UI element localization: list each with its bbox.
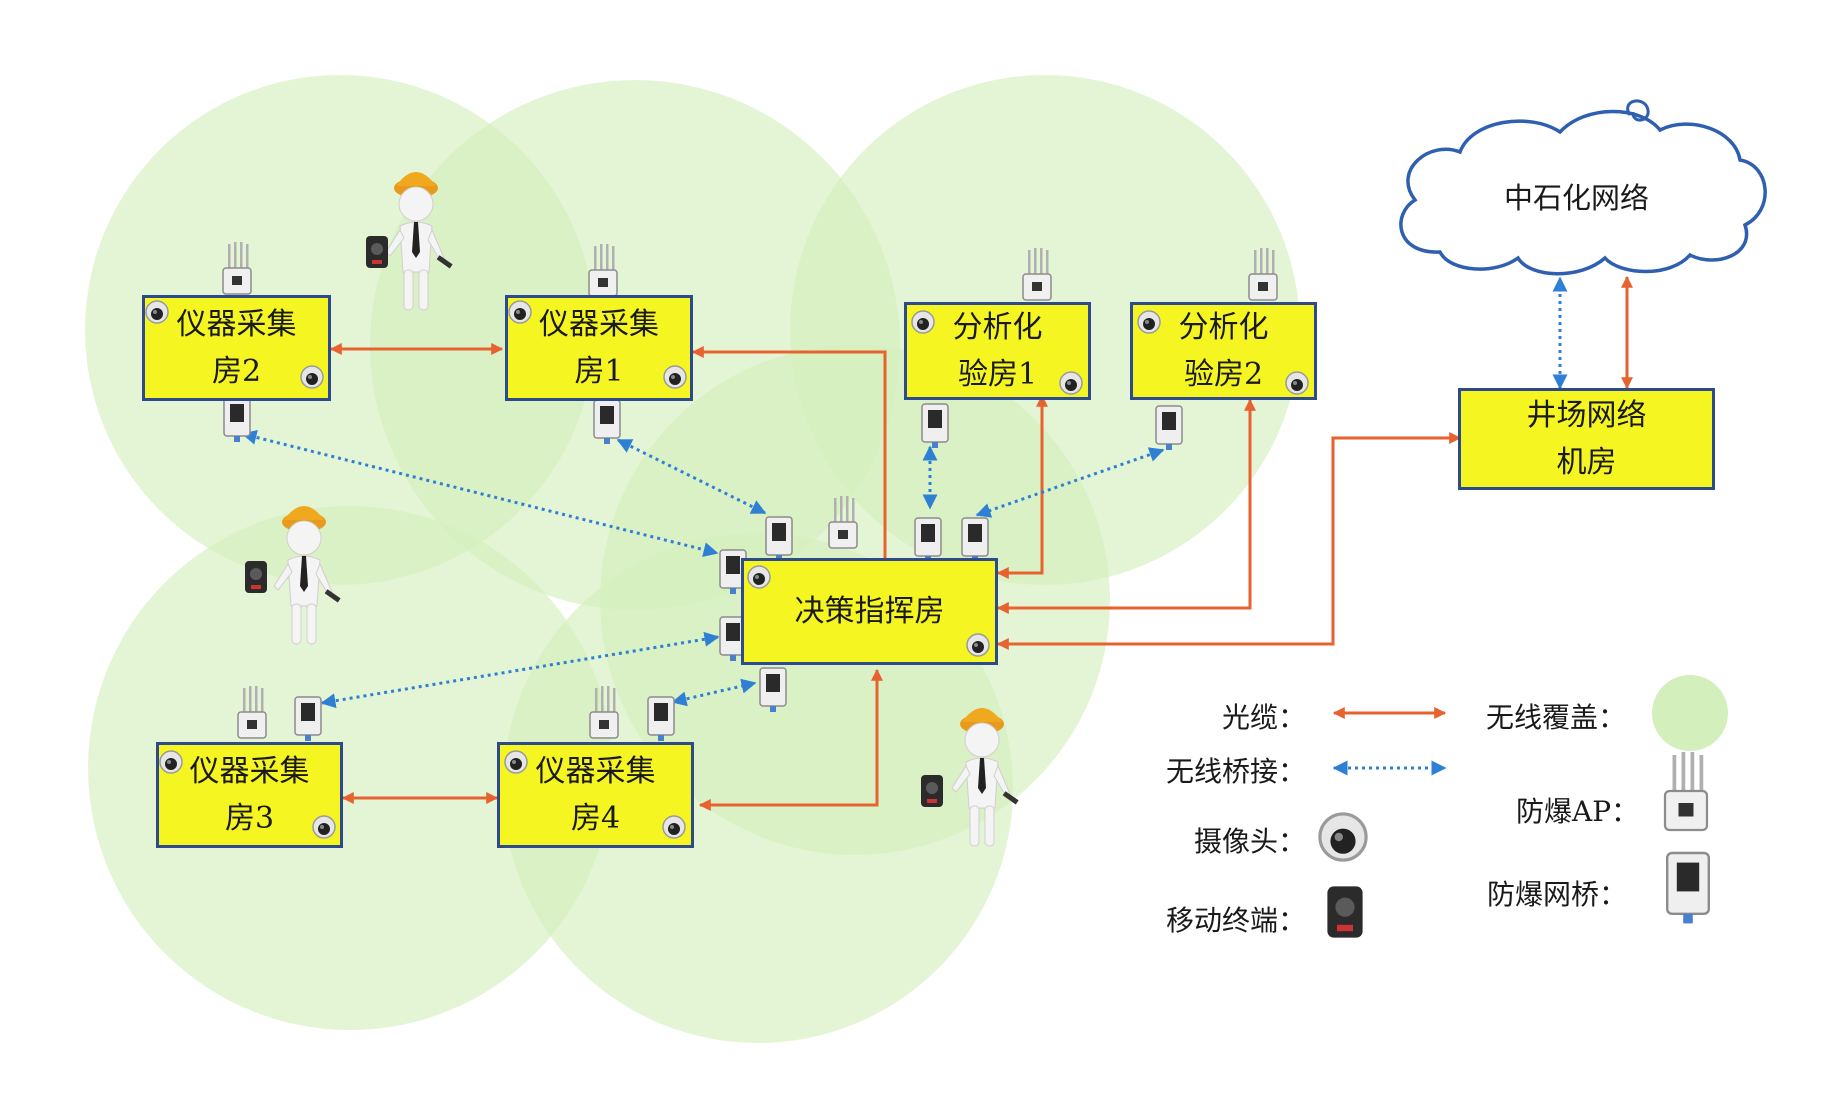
legend-coverage-label: 无线覆盖：	[1486, 701, 1627, 734]
room-fx1-label: 分析化 验房1	[952, 310, 1043, 392]
legend-terminal-label: 移动终端：	[1166, 904, 1307, 937]
room-jc-label: 决策指挥房	[794, 594, 945, 629]
wireless-yq4-jc	[671, 678, 757, 707]
legend-fiber-label: 光缆：	[1222, 701, 1307, 734]
cloud-curl	[1626, 99, 1650, 122]
legend-camera-label: 摄像头：	[1194, 825, 1307, 858]
fiber-jc-yq1	[691, 346, 887, 558]
legend-terminal-icon	[1327, 886, 1363, 938]
legend-graphics	[1318, 675, 1728, 938]
bridge-icon	[765, 516, 793, 562]
room-yq4-label: 仪器采集 房4	[535, 754, 656, 836]
legend-camera-icon	[1318, 812, 1368, 862]
bridge-icon	[647, 696, 675, 742]
bridge-icon	[593, 399, 621, 445]
wireless-yq2-jc	[241, 430, 719, 557]
wireless-fx2-jc	[975, 447, 1165, 518]
room-yq1-label: 仪器采集 房1	[539, 307, 659, 389]
bridge-icon	[961, 517, 989, 563]
legend-coverage-swatch	[1652, 675, 1728, 751]
room-fx1: 分析化 验房1	[904, 302, 1091, 400]
bridge-icon	[914, 517, 942, 563]
legend-bridge-icon	[1665, 851, 1711, 925]
room-yq2: 仪器采集 房2	[142, 295, 331, 401]
room-jcnet-label: 井场网络 机房	[1526, 398, 1647, 480]
room-fx2: 分析化 验房2	[1130, 302, 1317, 400]
cloud-shape	[1399, 109, 1767, 276]
mobile-terminal-icon	[921, 775, 943, 807]
cloud-label: 中石化网络	[1504, 181, 1650, 215]
legend-bridge-label: 防爆网桥：	[1487, 878, 1628, 911]
room-yq3-label: 仪器采集 房3	[189, 754, 310, 836]
room-jc: 决策指挥房	[741, 558, 998, 665]
legend-ap-label: 防爆AP：	[1516, 795, 1640, 828]
mobile-terminal-icon	[245, 561, 267, 593]
room-yq3: 仪器采集 房3	[156, 742, 343, 848]
room-fx2-label: 分析化 验房2	[1178, 310, 1269, 392]
room-yq1: 仪器采集 房1	[505, 295, 693, 401]
bridge-icon	[759, 667, 787, 713]
room-yq4: 仪器采集 房4	[497, 742, 694, 848]
room-yq2-label: 仪器采集 房2	[176, 307, 297, 389]
bridge-icon	[1155, 405, 1183, 451]
bridge-icon	[294, 696, 322, 742]
wireless-links	[241, 276, 1568, 709]
bridge-icon	[223, 397, 251, 443]
fiber-yq4-jc	[698, 668, 883, 811]
mobile-terminal-icon	[366, 236, 388, 268]
bridge-icon	[921, 403, 949, 449]
legend-wireless-label: 无线桥接：	[1166, 755, 1307, 788]
fiber-jc-jcnet	[996, 432, 1462, 650]
room-jcnet: 井场网络 机房	[1458, 388, 1715, 490]
coverage-zones	[85, 75, 1300, 1043]
legend-ap-icon	[1663, 750, 1709, 832]
